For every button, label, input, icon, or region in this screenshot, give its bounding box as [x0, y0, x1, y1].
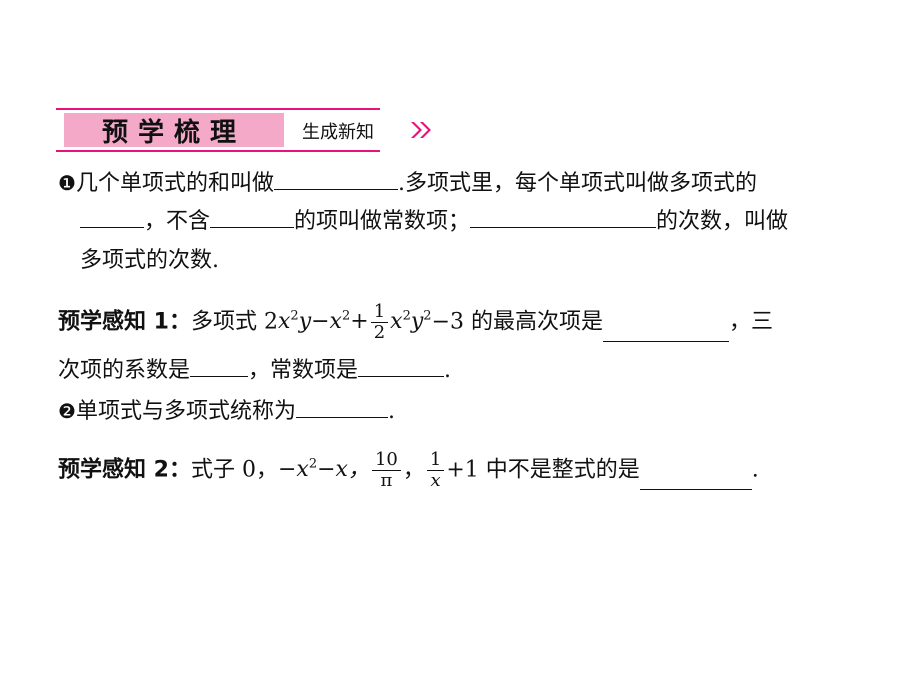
double-chevron-right-icon: [411, 122, 431, 138]
section-title: 预学梳理: [64, 113, 284, 148]
blank-7[interactable]: [358, 354, 445, 377]
blank-4[interactable]: [470, 205, 657, 228]
perception1-text-a: 多项式 2: [190, 309, 278, 335]
perception2-text-a: 式子 0，: [190, 457, 278, 483]
item1-text-d: 的项叫做常数项；: [294, 209, 471, 234]
perception2-label: 预学感知 2: [58, 457, 169, 483]
perception1-text-d: 次项的系数是: [58, 358, 191, 383]
item1-line2: ，不含 的项叫做常数项； 的次数，叫做: [80, 205, 788, 239]
item1-line1: ❶几个单项式的和叫做 .多项式里，每个单项式叫做多项式的: [58, 166, 757, 201]
item1-text-e: 的次数，叫做: [656, 209, 789, 234]
blank-9[interactable]: [639, 467, 752, 491]
perception1-text-e: ，常数项是: [248, 358, 359, 383]
math-term-3: −x2−x，: [277, 457, 370, 483]
item1-text-c: ，不含: [144, 209, 211, 234]
blank-1[interactable]: [273, 167, 398, 190]
item2-marker: ❷: [58, 399, 76, 423]
blank-3[interactable]: [210, 205, 295, 228]
item2-text: 单项式与多项式统称为: [75, 399, 296, 424]
blank-2[interactable]: [80, 205, 144, 228]
section-subtitle: 生成新知: [302, 122, 374, 143]
item2-end: .: [387, 399, 395, 424]
math-term-1: x2y−x2+: [277, 309, 369, 335]
perception1-text-f: .: [444, 358, 452, 383]
perception1-line2: 次项的系数是 ，常数项是.: [58, 354, 451, 388]
perception2-end: .: [751, 457, 759, 483]
math-term-2: x2y2: [390, 309, 432, 335]
math-minus-3: −3: [431, 309, 471, 335]
perception1-label: 预学感知 1: [58, 309, 169, 335]
section-header: 预学梳理 生成新知: [56, 108, 431, 152]
blank-6[interactable]: [190, 354, 249, 377]
perception1-text-c: ，三: [729, 309, 774, 335]
item1-marker: ❶: [58, 171, 76, 195]
item1-text-b: .多项式里，每个单项式叫做多项式的: [397, 171, 757, 196]
perception1-colon: ：: [168, 309, 191, 335]
item1-line3: 多项式的次数.: [80, 248, 219, 273]
perception2-colon: ：: [168, 457, 191, 483]
blank-5[interactable]: [603, 319, 730, 343]
perception1-text-b: 的最高次项是: [471, 309, 604, 335]
math-plus-1: +1: [446, 457, 486, 483]
perception2-text-b: 中不是整式的是: [485, 457, 640, 483]
blank-8[interactable]: [295, 395, 388, 418]
item2-line: ❷单项式与多项式统称为.: [58, 394, 395, 429]
item1-text-a: 几个单项式的和叫做: [75, 171, 274, 196]
